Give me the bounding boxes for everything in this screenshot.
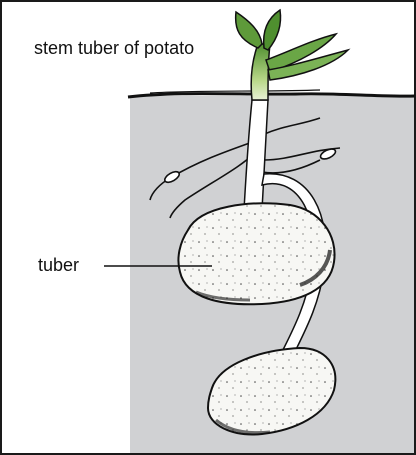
diagram-title: stem tuber of potato xyxy=(34,38,194,59)
tuber-label: tuber xyxy=(38,255,79,276)
upper-tuber xyxy=(178,203,334,304)
